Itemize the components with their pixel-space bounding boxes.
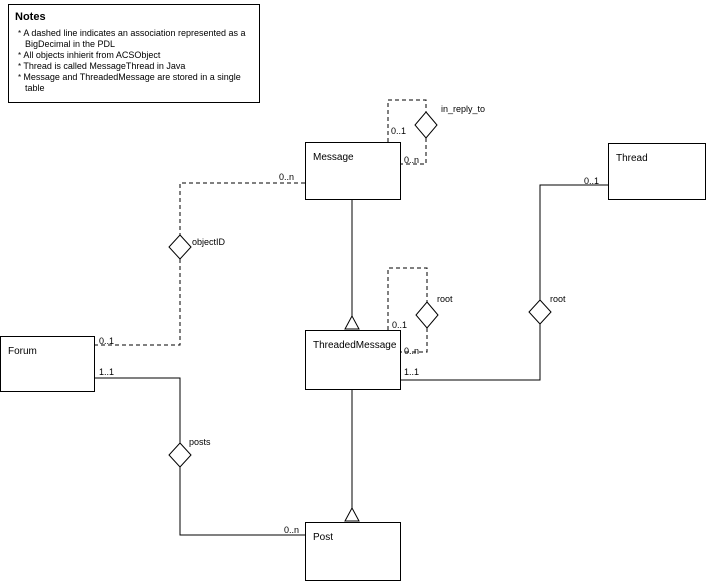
multiplicity-label: 0..n	[279, 172, 295, 182]
forum-posts-line-upper	[95, 377, 181, 443]
multiplicity-label: 1..1	[404, 367, 420, 377]
posts-diamond	[168, 442, 192, 468]
class-box-thread: Thread	[608, 143, 706, 200]
multiplicity-label: 0..n	[404, 346, 420, 356]
class-box-post: Post	[305, 522, 401, 581]
in-reply-to-diamond	[414, 111, 438, 139]
in-reply-to-line-upper	[387, 99, 427, 142]
objectid-line-lower	[95, 259, 181, 346]
notes-title: Notes	[15, 11, 46, 23]
multiplicity-label: 0..1	[99, 336, 115, 346]
multiplicity-label: 0..n	[284, 525, 300, 535]
class-label-post: Post	[313, 532, 334, 543]
class-box-forum: Forum	[0, 336, 95, 392]
in-reply-to-line-lower	[401, 138, 427, 165]
note-item: A dashed line indicates an association r…	[15, 28, 253, 50]
class-box-threadedmessage: ThreadedMessage	[305, 330, 401, 390]
forum-posts-line-lower	[179, 467, 305, 536]
multiplicity-label: 1..1	[99, 367, 115, 377]
root-self-diamond	[415, 301, 439, 329]
threadedmessage-generalization-triangle	[344, 506, 360, 522]
class-label-threadedmessage: ThreadedMessage	[313, 340, 397, 351]
association-label-root-thread: root	[550, 294, 566, 304]
message-generalization-triangle	[344, 314, 360, 330]
multiplicity-label: 0..1	[584, 176, 600, 186]
association-label-posts: posts	[189, 437, 211, 447]
association-label-objectid: objectID	[192, 237, 226, 247]
class-box-message: Message	[305, 142, 401, 200]
root-self-line-lower	[401, 328, 428, 353]
multiplicity-label: 0..1	[391, 126, 407, 136]
note-item: Message and ThreadedMessage are stored i…	[15, 72, 253, 94]
thread-root-line-upper	[539, 184, 608, 300]
association-label-root-self: root	[437, 294, 453, 304]
note-item: All objects inhierit from ACSObject	[15, 50, 253, 61]
root-self-line-upper	[387, 267, 428, 330]
class-label-thread: Thread	[616, 153, 648, 164]
notes-box: Notes A dashed line indicates an associa…	[8, 4, 260, 103]
multiplicity-label: 0..n	[404, 155, 420, 165]
thread-root-line-lower	[401, 324, 541, 381]
multiplicity-label: 0..1	[392, 320, 408, 330]
note-item: Thread is called MessageThread in Java	[15, 61, 253, 72]
objectid-diamond	[168, 234, 192, 260]
class-label-message: Message	[313, 152, 354, 163]
objectid-line-upper	[179, 182, 305, 235]
association-label-in-reply-to: in_reply_to	[441, 104, 486, 114]
thread-root-diamond	[528, 299, 552, 325]
class-label-forum: Forum	[8, 346, 37, 357]
